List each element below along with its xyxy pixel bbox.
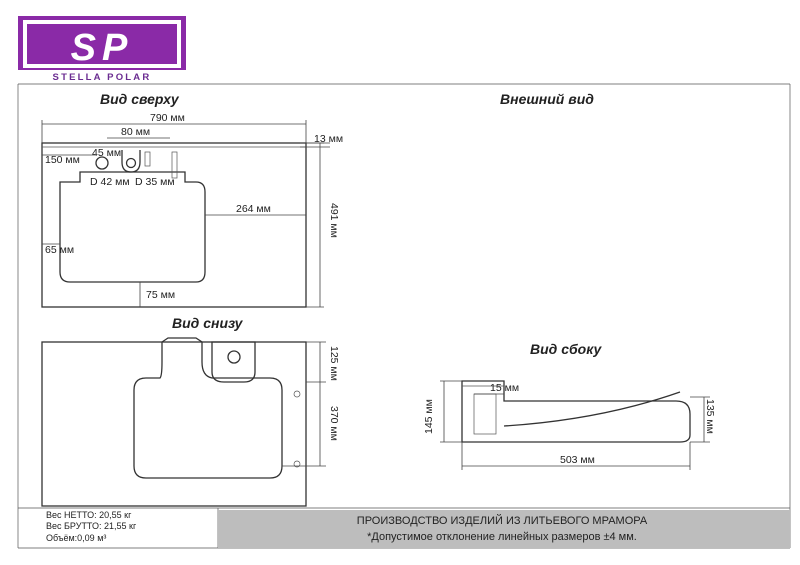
bottom-view-basin	[133, 337, 283, 479]
title-top-view: Вид сверху	[100, 91, 180, 107]
bottom-view-outline	[41, 341, 307, 507]
bottom-view: 125 мм 370 мм	[41, 337, 340, 507]
side-view-basin-curve	[503, 391, 681, 427]
dim-hole-35: D 35 мм	[135, 176, 175, 188]
top-view-outline	[41, 142, 307, 308]
top-view-basin	[59, 171, 206, 283]
dim-75: 75 мм	[146, 289, 175, 301]
bottom-view-hole	[227, 350, 241, 364]
dim-790: 790 мм	[150, 112, 185, 124]
logo-mark: SP	[71, 27, 134, 69]
dim-65: 65 мм	[45, 244, 74, 256]
top-view-slot-1	[144, 151, 151, 167]
dim-491: 491 мм	[328, 203, 340, 238]
dim-80: 80 мм	[121, 126, 150, 138]
bottom-view-bracket-2	[293, 460, 301, 468]
title-bottom-view: Вид снизу	[172, 315, 244, 331]
dim-125: 125 мм	[328, 346, 340, 381]
volume: Объём:0,09 м³	[46, 533, 106, 543]
dim-264: 264 мм	[236, 203, 271, 215]
weight-net: Вес НЕТТО: 20,55 кг	[46, 510, 132, 520]
tolerance-note: *Допустимое отклонение линейных размеров…	[367, 531, 637, 543]
side-view-drain	[473, 393, 497, 435]
bottom-view-bracket-1	[293, 390, 301, 398]
top-view-slot-2	[171, 151, 178, 179]
logo: SP STELLA POLAR	[18, 16, 186, 83]
dim-45: 45 мм	[92, 147, 121, 159]
title-side-view: Вид сбоку	[530, 341, 602, 357]
top-view-hole-35	[125, 157, 137, 169]
logo-text: STELLA POLAR	[53, 72, 152, 83]
production-note: ПРОИЗВОДСТВО ИЗДЕЛИЙ ИЗ ЛИТЬЕВОГО МРАМОР…	[357, 514, 648, 527]
side-view: 15 мм 145 мм 135 мм 503 мм	[423, 380, 716, 470]
dim-hole-42: D 42 мм	[90, 176, 130, 188]
top-view: 790 мм 80 мм 13 мм 150 мм 45 мм D 42 мм …	[41, 112, 343, 308]
title-external-view: Внешний вид	[500, 91, 594, 107]
weight-gross: Вес БРУТТО: 21,55 кг	[46, 521, 137, 531]
dim-150: 150 мм	[45, 154, 80, 166]
footer-band	[218, 510, 790, 548]
dim-370: 370 мм	[328, 406, 340, 441]
top-view-hole-42	[95, 156, 109, 170]
dim-13: 13 мм	[314, 133, 343, 145]
top-view-overflow	[121, 150, 141, 173]
side-view-outline	[461, 380, 691, 443]
dim-135: 135 мм	[704, 399, 716, 434]
bottom-view-tap-block	[211, 341, 256, 383]
footer: Вес НЕТТО: 20,55 кг Вес БРУТТО: 21,55 кг…	[18, 507, 790, 548]
dim-145: 145 мм	[423, 399, 435, 434]
dim-503: 503 мм	[560, 454, 595, 466]
dim-15: 15 мм	[490, 382, 519, 394]
